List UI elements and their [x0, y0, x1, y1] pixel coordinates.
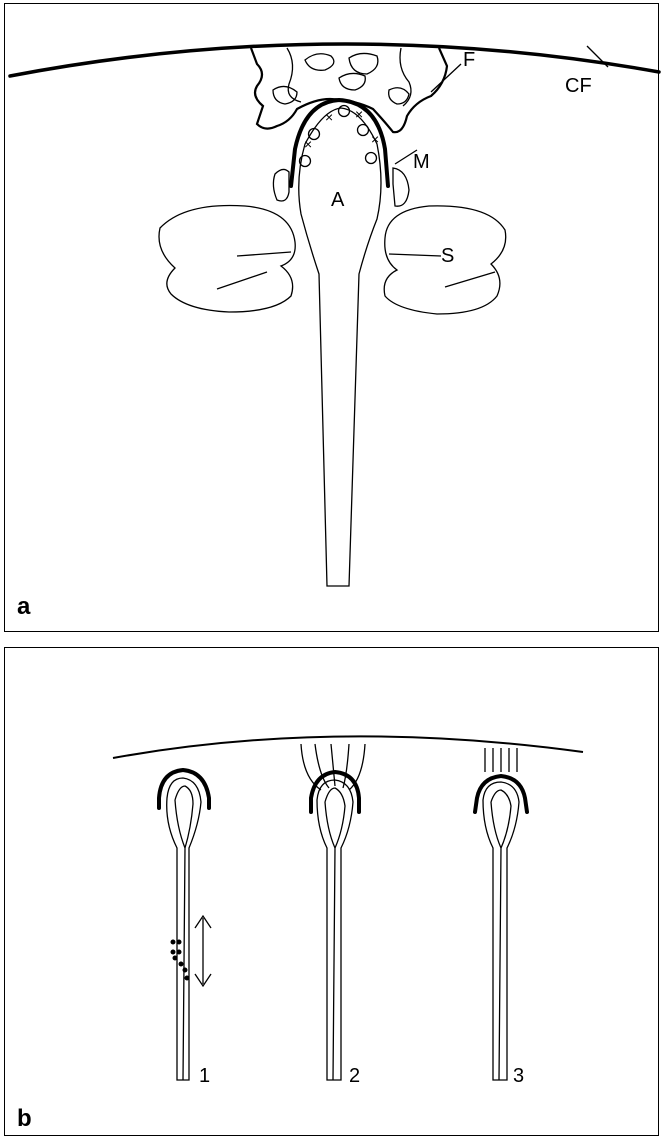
label-a: A — [331, 189, 345, 211]
lateral-body-right-notch-2 — [445, 272, 495, 287]
marker-circle — [366, 153, 377, 164]
marker-cross: × — [355, 106, 363, 122]
follicle-blob-1 — [305, 54, 334, 71]
panel-a-diagram: CF F M A × × × × — [5, 4, 660, 633]
lateral-body-left — [159, 205, 295, 312]
follicle-blob-4 — [273, 86, 297, 104]
stage-3-body-inner — [491, 790, 511, 1080]
label-s: S — [441, 245, 454, 267]
body-a-outline — [299, 108, 381, 586]
label-m: M — [413, 151, 430, 173]
follicle-inner-left — [287, 48, 301, 102]
marker-circle — [358, 125, 369, 136]
stage-2-body-inner — [325, 788, 345, 1080]
marker-cross: × — [304, 136, 312, 152]
stage-3-body-outer — [483, 782, 519, 1080]
lateral-body-right-notch — [389, 254, 441, 256]
follicle-inner-right — [400, 48, 411, 106]
marker-cross: × — [325, 109, 333, 125]
stage-3-fibers — [485, 748, 517, 772]
panel-a: CF F M A × × × × — [4, 3, 659, 632]
follicle-blob-3 — [339, 73, 365, 90]
marker-circle — [339, 106, 350, 117]
label-f: F — [463, 49, 475, 71]
stage-1-label: 1 — [199, 1065, 210, 1087]
marker-cross: × — [371, 131, 379, 147]
side-body-left — [273, 169, 289, 201]
lateral-body-left-notch — [237, 252, 291, 256]
panel-b-letter: b — [17, 1105, 32, 1132]
stage-2-body-outer — [317, 780, 353, 1080]
panel-a-letter: a — [17, 593, 31, 620]
follicle-blob-5 — [389, 88, 409, 104]
stage-2-label: 2 — [349, 1065, 360, 1087]
follicle-blob-2 — [349, 53, 378, 74]
stage-3-structure: 3 — [475, 748, 527, 1087]
panel-b: 1 2 3 b — [4, 647, 659, 1136]
panel-b-diagram: 1 2 3 b — [5, 648, 660, 1137]
side-body-right — [393, 168, 409, 206]
stage-1-body-inner — [175, 786, 193, 1080]
stage-3-label: 3 — [513, 1065, 524, 1087]
lateral-body-left-notch-2 — [217, 272, 267, 289]
stage-1-dots — [171, 940, 190, 981]
cortical-surface-line — [10, 44, 659, 76]
stage-2-structure: 2 — [301, 744, 365, 1087]
label-cf: CF — [565, 75, 592, 97]
stage-1-structure: 1 — [159, 770, 211, 1087]
cf-leader-line — [587, 46, 608, 67]
